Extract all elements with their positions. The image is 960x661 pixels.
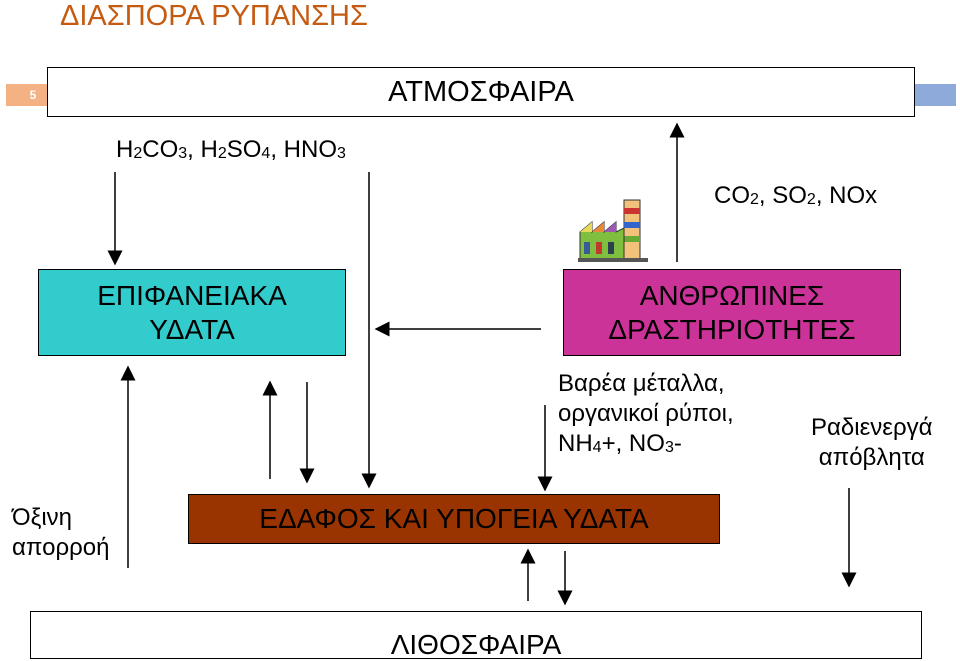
soil-groundwater-label: ΕΔΑΦΟΣ ΚΑΙ ΥΠΟΓΕΙΑ ΥΔΑΤΑ xyxy=(259,503,649,534)
human-activities-line2: ΔΡΑΣΤΗΡΙΟΤΗΤΕΣ xyxy=(608,313,856,345)
surface-waters-box: ΕΠΙΦΑΝΕΙΑΚΑ ΥΔΑΤΑ xyxy=(38,269,346,356)
surface-waters-line1: ΕΠΙΦΑΝΕΙΑΚΑ xyxy=(97,279,287,311)
atmosphere-label: ΑΤΜΟΣΦΑΙΡΑ xyxy=(388,75,574,108)
human-activities-line1: ΑΝΘΡΩΠΙΝΕΣ xyxy=(639,279,825,311)
radioactive-waste-label: Ραδιενεργά απόβλητα xyxy=(811,414,933,471)
surface-waters-line2: ΥΔΑΤΑ xyxy=(149,313,235,345)
slide-number: 5 xyxy=(6,84,60,106)
soil-groundwater-box: ΕΔΑΦΟΣ ΚΑΙ ΥΠΟΓΕΙΑ ΥΔΑΤΑ xyxy=(188,494,720,544)
page-title: ΔΙΑΣΠΟΡΑ ΡΥΠΑΝΣΗΣ xyxy=(60,0,368,32)
emissions-label: CO2, SO2, NOx xyxy=(714,182,878,209)
factory-icon xyxy=(578,199,648,262)
acid-runoff-label: Όξινη απορροή xyxy=(12,504,110,561)
acids-label: H2CO3, H2SO4, HNO3 xyxy=(116,136,346,163)
lithosphere-label: ΛΙΘΟΣΦΑΙΡΑ xyxy=(390,629,562,660)
lithosphere-box: ΛΙΘΟΣΦΑΙΡΑ xyxy=(30,611,922,660)
atmosphere-box: ΑΤΜΟΣΦΑΙΡΑ xyxy=(47,67,915,117)
human-activities-box: ΑΝΘΡΩΠΙΝΕΣ ΔΡΑΣΤΗΡΙΟΤΗΤΕΣ xyxy=(563,269,901,356)
pollutants-label: Βαρέα μέταλλα, οργανικοί ρύποι, NH4+, NO… xyxy=(558,370,734,457)
